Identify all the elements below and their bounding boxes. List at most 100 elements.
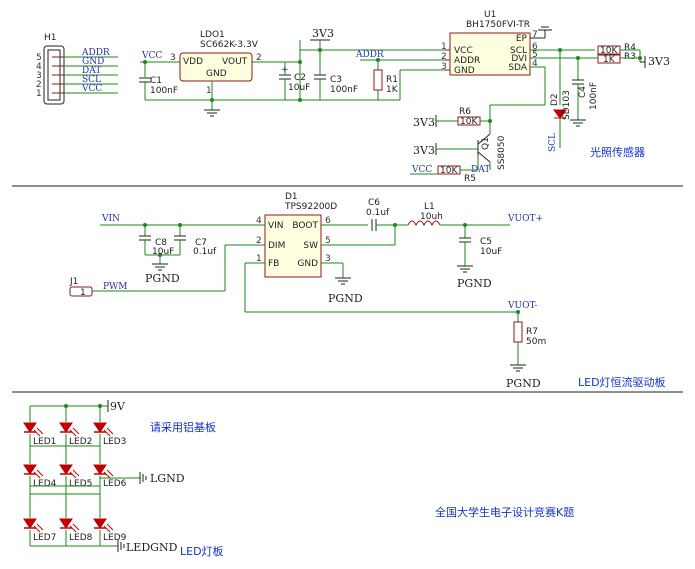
d1-pinnum-right: 6 [325,216,331,226]
net-addr-u1: ADDR [355,50,384,60]
h1-pin-num: 5 [36,53,42,63]
u1-pinnum-right: 5 [532,50,538,60]
d1-pin-left: DIM [268,241,285,251]
net-vin: VIN [101,214,120,224]
l1-ref: L1 [424,202,435,212]
led-3: LED3 [93,422,126,447]
net-pwm: PWM [103,282,128,292]
r7-value: 50m [526,337,546,347]
net-ledgnd: LEDGND [126,541,178,554]
ldo1: LDO1 SC662K-3.3V VDD VOUT GND 3 2 1 [170,30,300,117]
header-nets: ADDR GND DAT SCL VCC [64,48,118,94]
j1-pin: 1 [80,288,86,298]
u1-pinnum-right: 6 [532,42,538,52]
d1-pin-left: FB [268,259,279,269]
net-dat: DAT [82,66,101,76]
driver-section-title: LED灯恒流驱动板 [578,375,666,389]
j1-ref: J1 [69,277,78,287]
d1-pin-right: BOOT [292,221,318,231]
net-vout-minus: VUOT- [507,301,537,311]
u1-pin-right: EP [516,34,528,44]
c2-c3: + C2 10uF C3 100nF 3V3 [279,27,445,102]
ldo-pin-gnd: GND [206,69,227,79]
c3-value: 100nF [330,85,358,95]
u1-pin-right: SCL [510,46,527,56]
c6-value: 0.1uf [366,208,390,218]
ldo-input: VCC C1 100nF [139,51,300,101]
led-label: LED8 [69,533,93,543]
u1-pinnum-left: 3 [441,62,447,72]
led-label: LED7 [33,533,56,543]
d1-pin-left: VIN [268,221,284,231]
d1-pin-right: GND [297,259,318,269]
c6-ref: C6 [368,198,380,208]
r1-value: 1K [386,85,399,95]
ldo-pin-vdd: VDD [183,57,203,67]
h1-pin-num: 1 [36,89,42,99]
h1-pin-num: 3 [36,71,42,81]
net-vcc-ldo: VCC [141,51,162,61]
ldo-pinnum-1: 1 [206,86,212,96]
c7-ref: C7 [195,238,207,248]
ldo-value: SC662K-3.3V [200,40,259,50]
svg-text:+: + [281,65,289,75]
driver-input: VIN PGND C8 10uF C7 0.1uf [100,214,255,285]
u1-pinnum-left: 2 [441,52,447,62]
c5-value: 10uF [480,247,502,257]
q1-circuit: 3V3 10K R6 3V3 DAT Q1 SS8050 VCC 10K R5 [410,66,546,184]
r5-value: 10K [440,166,458,176]
led-label: LED6 [103,479,127,489]
net-addr: ADDR [81,48,110,58]
u1-pin-left: VCC [454,46,473,56]
j1-pwm: J1 1 PWM [69,244,265,298]
u1-pin-right: DVI [511,54,527,64]
led-label: LED4 [33,479,57,489]
c1-ref: C1 [150,76,162,86]
led-label: LED5 [69,479,92,489]
c7-value: 0.1uf [193,247,217,257]
net-3v3-right: 3V3 [648,55,670,68]
d1-pinnum-left: 1 [256,254,262,264]
net-3v3-r6: 3V3 [413,116,435,129]
d2-ref: D2 [550,93,560,106]
led-1: LED1 [23,422,56,447]
u1-pinnum-right: 4 [532,59,538,69]
footer-title: 全国大学生电子设计竞赛K题 [435,505,574,519]
c2-value: 10uF [288,83,310,93]
net-9v: 9V [110,400,126,413]
ldo-pinnum-3: 3 [170,53,176,63]
h1-ref: H1 [44,33,57,43]
led-label: LED2 [69,437,92,447]
led-4: LED4 [23,464,57,489]
led-7: LED7 [23,518,56,543]
led-section-title: LED灯板 [180,544,224,558]
h1-pin-num: 4 [36,62,42,72]
d1-pinnum-right: 3 [325,254,331,264]
net-vcc: VCC [81,84,102,94]
r5-ref: R5 [464,174,476,184]
led-5: LED5 [59,464,92,489]
u1-pin-right: SDA [508,63,527,73]
led-8: LED8 [59,518,93,543]
u1-pin-left: ADDR [454,56,480,66]
r1-addr: ADDR R1 1K [355,50,445,101]
net-pgnd-3: PGND [457,277,492,290]
led-9: LED9 [93,518,127,543]
led-note: 请采用铝基板 [150,420,216,434]
r7-ref: R7 [526,327,538,337]
c3-ref: C3 [330,75,342,85]
u1-ref: U1 [484,10,496,20]
sensor-section-title: 光照传感器 [590,145,645,159]
r6-ref: R6 [459,107,471,117]
ldo-pinnum-2: 2 [256,53,262,63]
r4-ref: R4 [624,43,636,53]
led-label: LED1 [33,437,56,447]
c8-value: 10uF [152,247,174,257]
c1-value: 100nF [150,86,178,96]
u1-value: BH1750FVI-TR [466,20,530,30]
sense-resistor: VUOT- PGND R7 50m LED灯恒流驱动板 [506,301,666,390]
